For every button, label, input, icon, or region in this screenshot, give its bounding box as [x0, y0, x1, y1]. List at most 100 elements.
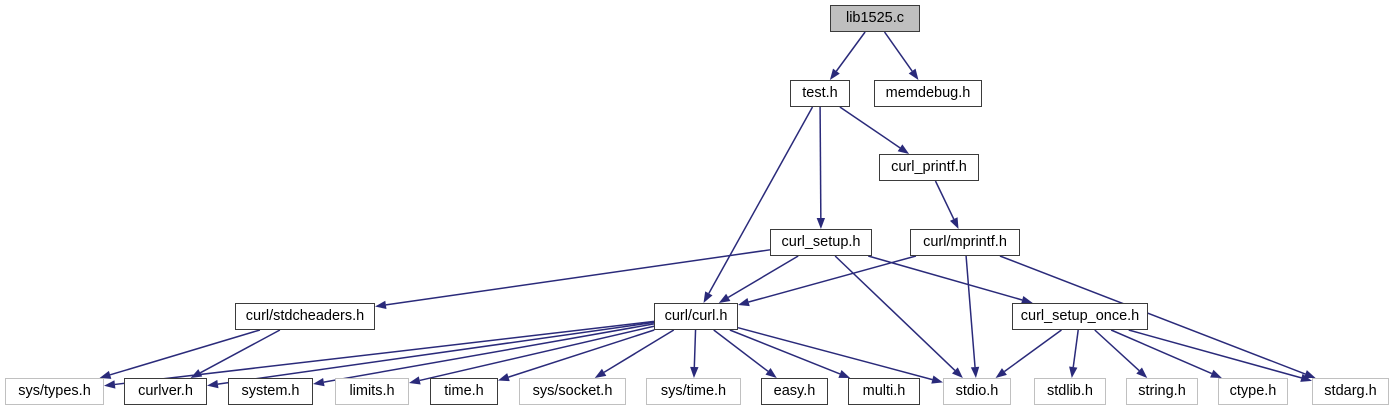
graph-edge-curlcurl-to-systypes — [114, 320, 655, 386]
graph-node-systime[interactable]: sys/time.h — [646, 378, 741, 405]
graph-node-multih[interactable]: multi.h — [848, 378, 920, 405]
graph-node-stdarg[interactable]: stdarg.h — [1312, 378, 1389, 405]
graph-node-testh[interactable]: test.h — [790, 80, 850, 107]
graph-edge-curlprintf-to-mprintf — [934, 180, 955, 220]
graph-edge-stdcheaders-to-curlver — [199, 329, 281, 374]
graph-node-systemh[interactable]: system.h — [228, 378, 313, 405]
graph-arrowhead-curlcurl-to-systypes — [104, 380, 116, 389]
graph-arrowhead-curlcurl-to-multih — [838, 370, 851, 378]
graph-node-stdcheaders[interactable]: curl/stdcheaders.h — [235, 303, 375, 330]
graph-node-label: system.h — [241, 383, 300, 400]
graph-arrowhead-setuponce-to-stdlib — [1069, 366, 1078, 378]
graph-arrowhead-testh-to-curlcurl — [703, 291, 713, 303]
graph-node-memdebug[interactable]: memdebug.h — [874, 80, 982, 107]
graph-node-label: curl/stdcheaders.h — [245, 308, 365, 325]
graph-node-label: test.h — [802, 85, 838, 102]
graph-node-label: ctype.h — [1229, 383, 1277, 400]
graph-arrowhead-lib1525c-to-testh — [829, 68, 840, 80]
graph-node-label: limits.h — [349, 383, 395, 400]
graph-node-label: sys/time.h — [660, 383, 727, 400]
graph-node-label: easy.h — [773, 383, 816, 400]
graph-arrowhead-stdcheaders-to-systypes — [99, 370, 112, 379]
graph-node-stringh[interactable]: string.h — [1126, 378, 1198, 405]
graph-edge-testh-to-curlsetup — [819, 106, 822, 219]
graph-arrowhead-curlcurl-to-systemh — [313, 377, 325, 387]
graph-node-label: curl_setup_once.h — [1020, 308, 1140, 325]
graph-edge-stdcheaders-to-systypes — [109, 329, 261, 376]
graph-arrowhead-curlcurl-to-systime — [690, 366, 699, 378]
graph-arrowhead-curlsetup-to-stdcheaders — [375, 300, 387, 310]
graph-node-stdlib[interactable]: stdlib.h — [1034, 378, 1106, 405]
graph-arrowhead-setuponce-to-stdio — [995, 368, 1007, 378]
graph-node-curlver[interactable]: curlver.h — [124, 378, 207, 405]
graph-edge-curlsetup-to-curlcurl — [727, 255, 799, 299]
graph-edge-lib1525c-to-memdebug — [883, 31, 913, 72]
graph-arrowhead-setuponce-to-stringh — [1136, 367, 1148, 378]
graph-arrowhead-curlsetup-to-stdio — [952, 367, 963, 378]
graph-node-easyh[interactable]: easy.h — [761, 378, 828, 405]
graph-node-label: sys/socket.h — [532, 383, 613, 400]
graph-node-label: time.h — [444, 383, 484, 400]
graph-edge-curlcurl-to-systemh — [323, 323, 655, 383]
graph-node-label: sys/types.h — [18, 383, 91, 400]
graph-node-mprintf[interactable]: curl/mprintf.h — [910, 229, 1020, 256]
graph-arrowhead-curlcurl-to-limits — [409, 376, 421, 385]
graph-edge-curlcurl-to-multih — [729, 329, 841, 375]
graph-edge-mprintf-to-curlcurl — [748, 255, 917, 303]
graph-node-label: string.h — [1138, 383, 1186, 400]
graph-edge-curlsetup-to-stdio — [834, 255, 956, 371]
graph-arrowhead-testh-to-curlprintf — [897, 144, 910, 154]
graph-arrowhead-mprintf-to-stdarg — [1303, 370, 1316, 378]
graph-node-label: memdebug.h — [885, 85, 971, 102]
graph-arrowhead-setuponce-to-ctype — [1210, 369, 1222, 378]
graph-node-label: multi.h — [862, 383, 906, 400]
graph-edge-setuponce-to-stringh — [1094, 329, 1140, 372]
graph-node-setuponce[interactable]: curl_setup_once.h — [1012, 303, 1148, 330]
graph-node-curlprintf[interactable]: curl_printf.h — [879, 154, 979, 181]
graph-node-limits[interactable]: limits.h — [335, 378, 409, 405]
graph-arrowhead-curlcurl-to-stdio — [931, 375, 943, 384]
graph-node-lib1525c[interactable]: lib1525.c — [830, 5, 920, 32]
graph-arrowhead-curlcurl-to-syssocket — [594, 368, 607, 378]
graph-arrowhead-curlsetup-to-setuponce — [1021, 295, 1033, 305]
graph-node-label: curl_setup.h — [781, 234, 861, 251]
graph-edge-testh-to-curlprintf — [839, 106, 901, 149]
graph-edge-testh-to-curlcurl — [708, 106, 814, 294]
graph-arrowhead-mprintf-to-curlcurl — [738, 297, 750, 307]
graph-edge-curlsetup-to-setuponce — [868, 255, 1023, 301]
graph-arrowhead-lib1525c-to-memdebug — [908, 68, 919, 80]
graph-node-ctype[interactable]: ctype.h — [1218, 378, 1288, 405]
graph-edge-curlsetup-to-stdcheaders — [385, 249, 771, 306]
graph-node-label: curlver.h — [138, 383, 193, 400]
graph-arrowhead-curlsetup-to-curlcurl — [718, 293, 731, 303]
graph-node-label: stdlib.h — [1047, 383, 1093, 400]
graph-arrowhead-testh-to-curlsetup — [816, 217, 826, 229]
graph-arrowhead-curlcurl-to-curlver — [207, 379, 219, 389]
graph-edge-lib1525c-to-testh — [835, 31, 866, 72]
graph-edge-curlcurl-to-limits — [419, 325, 655, 382]
graph-edge-mprintf-to-stdio — [965, 255, 976, 368]
graph-node-timeh[interactable]: time.h — [430, 378, 498, 405]
graph-node-stdio[interactable]: stdio.h — [943, 378, 1011, 405]
graph-arrowhead-curlcurl-to-timeh — [498, 373, 510, 382]
graph-node-label: stdarg.h — [1324, 383, 1377, 400]
graph-node-systypes[interactable]: sys/types.h — [5, 378, 104, 405]
graph-edge-curlcurl-to-syssocket — [603, 329, 675, 373]
graph-node-curlsetup[interactable]: curl_setup.h — [770, 229, 872, 256]
graph-node-label: curl/curl.h — [664, 308, 728, 325]
graph-node-syssocket[interactable]: sys/socket.h — [519, 378, 626, 405]
graph-arrowhead-curlcurl-to-easyh — [765, 367, 777, 378]
graph-edge-setuponce-to-stdarg — [1128, 329, 1302, 379]
graph-node-curlcurl[interactable]: curl/curl.h — [654, 303, 738, 330]
graph-node-label: stdio.h — [955, 383, 999, 400]
graph-edge-curlcurl-to-timeh — [508, 329, 655, 378]
graph-edge-curlcurl-to-systime — [693, 329, 697, 368]
graph-edge-curlcurl-to-curlver — [217, 321, 655, 385]
graph-arrowhead-setuponce-to-stdarg — [1300, 373, 1312, 382]
graph-arrowhead-mprintf-to-stdio — [970, 366, 980, 378]
graph-edge-setuponce-to-stdio — [1003, 329, 1062, 373]
graph-edge-setuponce-to-ctype — [1110, 329, 1213, 375]
graph-edge-mprintf-to-stdarg — [999, 255, 1306, 375]
